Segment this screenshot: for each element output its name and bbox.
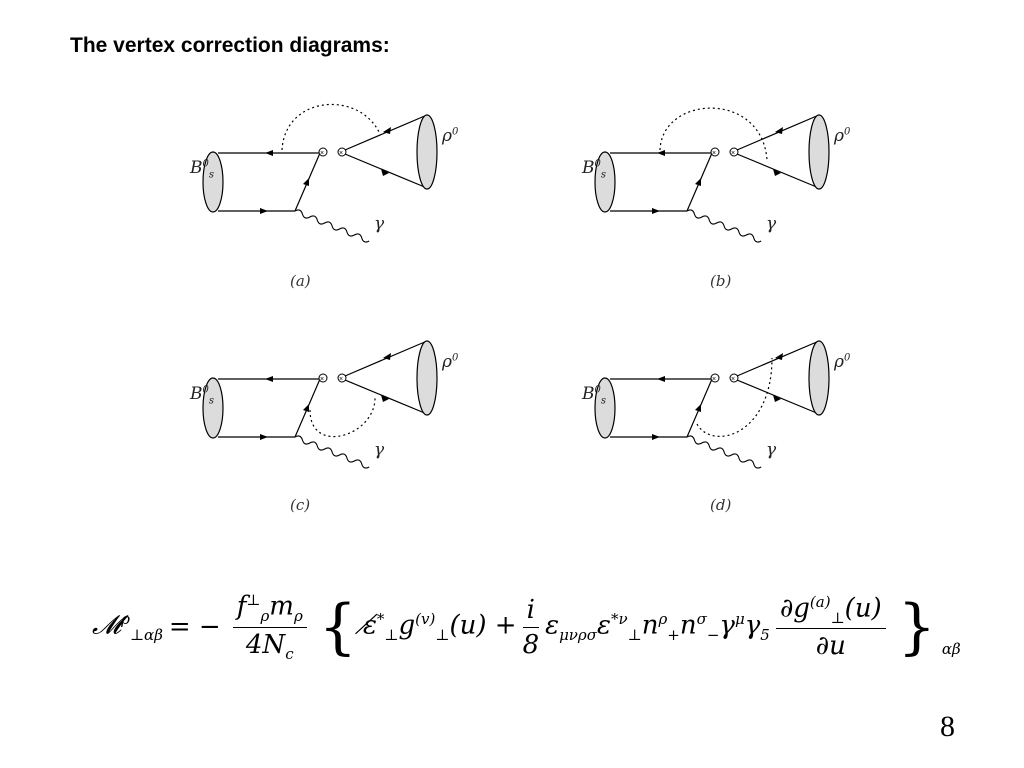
formula-derivative-fraction: ∂g(a)⊥(u) ∂u [775, 593, 886, 661]
caption-a: (a) [290, 272, 311, 290]
label-rho-meson: ρ0 [442, 126, 459, 146]
formula-term-axial: εμνρσε*ν⊥nρ+nσ−γμγ5 [545, 610, 770, 644]
formula-i-over-8: i 8 [522, 594, 540, 660]
label-rho-meson: ρ0 [442, 352, 459, 372]
label-photon: γ [374, 440, 385, 460]
svg-text:×: × [320, 150, 324, 157]
feynman-diagram-c-graphic: × × [202, 340, 438, 469]
label-photon: γ [766, 440, 777, 460]
slide-title: The vertex correction diagrams: [70, 34, 390, 57]
feynman-diagram-a-graphic: × × [202, 103, 438, 243]
svg-text:×: × [712, 376, 716, 383]
page-number: 8 [940, 710, 955, 743]
label-rho-meson: ρ0 [834, 352, 851, 372]
label-b-meson: B0s [582, 384, 607, 407]
label-rho-meson: ρ0 [834, 126, 851, 146]
caption-c: (c) [290, 496, 311, 514]
amplitude-formula: 𝓜ρ⊥αβ = − f⊥ρmρ 4Nc { ε̸*⊥g(v)⊥(u) + i 8… [92, 582, 992, 672]
caption-d: (d) [710, 496, 732, 514]
feynman-diagram-d-graphic: × × [594, 340, 830, 469]
label-b-meson: B0s [190, 158, 215, 181]
label-b-meson: B0s [190, 384, 215, 407]
caption-b: (b) [710, 272, 732, 290]
formula-prefactor-fraction: f⊥ρmρ 4Nc [232, 591, 307, 663]
formula-close-brace: } [897, 592, 936, 662]
svg-text:×: × [339, 150, 343, 157]
svg-text:×: × [320, 376, 324, 383]
formula-term-vector: ε̸*⊥g(v)⊥(u) + [362, 610, 517, 644]
svg-text:×: × [731, 376, 735, 383]
feynman-diagram-b-graphic: × × [594, 107, 830, 243]
diagram-c: × × B0s ρ0 γ (c) [170, 316, 490, 536]
svg-text:×: × [731, 150, 735, 157]
label-photon: γ [374, 214, 385, 234]
label-b-meson: B0s [582, 158, 607, 181]
svg-text:×: × [712, 150, 716, 157]
svg-text:×: × [339, 376, 343, 383]
formula-lhs: 𝓜ρ⊥αβ [92, 610, 163, 644]
diagram-d: × × B0s ρ0 γ (d) [562, 316, 882, 536]
formula-equals: = − [168, 612, 221, 642]
diagram-b: × × B0s ρ0 γ (b) [562, 90, 882, 310]
diagram-a: × × B0s ρ0 γ (a) [170, 90, 490, 310]
formula-trailing-subscript: αβ [941, 640, 961, 658]
label-photon: γ [766, 214, 777, 234]
formula-open-brace: { [318, 592, 357, 662]
